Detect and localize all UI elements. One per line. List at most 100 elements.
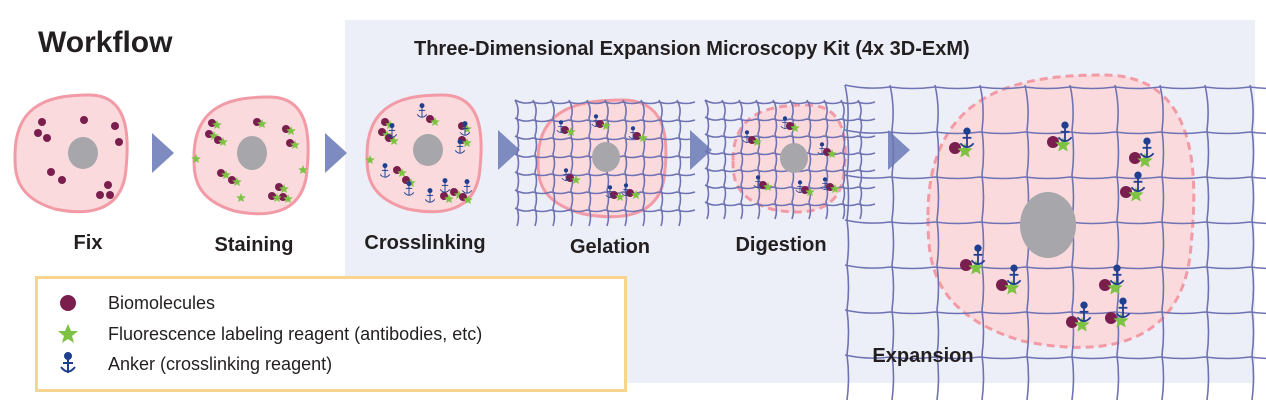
gel-strand (844, 129, 1266, 135)
anchor-head (1134, 171, 1142, 179)
gel-strand (979, 84, 985, 400)
anchor-fluke (780, 125, 790, 129)
arrow-icon (152, 133, 174, 173)
anchor-fluke (1139, 152, 1155, 159)
biomolecule-dot-icon (1129, 152, 1141, 164)
arrow-icon (498, 130, 520, 170)
gel-strand (704, 184, 876, 190)
anchor-head (1143, 137, 1151, 145)
anchor-icon (605, 185, 615, 198)
anchor-fluke (1076, 316, 1092, 323)
arrow-icon (690, 130, 712, 170)
gel-strand (514, 99, 520, 227)
gel-mesh-expansion (844, 84, 1266, 400)
fluorescence-star-icon (298, 165, 308, 174)
biomolecule-dot-icon (217, 169, 225, 177)
biomolecule-dot-icon (115, 138, 123, 146)
anchor-head (797, 180, 803, 185)
biomolecule-dot-icon (208, 119, 216, 127)
gel-strand (568, 99, 574, 227)
anchor-head (389, 123, 395, 129)
fluorescence-star-icon (279, 184, 289, 193)
anchor-head (1113, 264, 1121, 272)
biomolecule-dot-icon (823, 148, 831, 156)
fluorescence-star-icon (1128, 187, 1144, 202)
anchor-icon (556, 120, 566, 133)
anchor-fluke (621, 192, 631, 196)
anchor-fluke (461, 190, 473, 194)
fluorescence-star-icon (790, 123, 800, 132)
fluorescence-star-icon (827, 149, 837, 158)
anchor-fluke (379, 174, 391, 178)
kit-title: Three-Dimensional Expansion Microscopy K… (414, 38, 970, 60)
anchor-icon (959, 127, 975, 149)
anchor-head (462, 121, 468, 127)
fluorescence-star-icon (221, 170, 231, 179)
gel-mesh-digestion (704, 99, 876, 220)
gel-strand (823, 99, 829, 220)
biomolecule-dot-icon (58, 176, 66, 184)
anchor-fluke (970, 259, 986, 266)
nucleus (780, 143, 808, 173)
biomolecule-dot-icon (34, 129, 42, 137)
gel-strand (586, 99, 592, 227)
anchor-icon (439, 178, 451, 193)
gel-strand (514, 189, 696, 195)
fluorescence-star-icon (209, 131, 219, 140)
gel-strand (844, 84, 850, 400)
biomolecule-dot-icon (214, 136, 222, 144)
fluorescence-star-icon (1107, 280, 1123, 295)
fluorescence-star-icon (191, 154, 201, 163)
fluorescence-star-icon (382, 130, 392, 139)
biomolecule-dot-icon (1099, 279, 1111, 291)
biomolecule-dot-icon (228, 176, 236, 184)
biomolecule-dot-icon (1047, 136, 1059, 148)
anchor-icon (795, 180, 805, 193)
gel-strand (622, 99, 628, 227)
fluorescence-star-icon (830, 184, 840, 193)
anchor-icon (1139, 137, 1155, 159)
biomolecule-dot-icon (786, 122, 794, 130)
biomolecule-dot-icon (106, 191, 114, 199)
gel-strand (676, 99, 682, 227)
anchor-head (782, 116, 788, 121)
anchor-fluke (591, 123, 601, 127)
nucleus (237, 136, 267, 170)
gel-strand (1069, 84, 1075, 400)
anchor-head (1010, 264, 1018, 272)
anchor-icon (820, 177, 830, 190)
fluorescence-star-icon (1074, 317, 1090, 332)
anchor-head (1119, 297, 1127, 305)
gel-strand (704, 99, 710, 220)
fluorescence-star-icon (968, 260, 984, 275)
fluorescence-star-icon (212, 120, 222, 129)
anchor-head (755, 175, 761, 180)
gel-strand (721, 99, 727, 220)
fluorescence-star-icon (566, 127, 576, 136)
gel-strand (844, 174, 1266, 180)
anchor-icon (461, 179, 473, 194)
anchor-icon (1109, 264, 1125, 286)
fluorescence-star-icon (1137, 153, 1153, 168)
fluorescence-star-icon (286, 126, 296, 135)
gel-strand (514, 171, 696, 177)
fluorescence-star-icon (272, 193, 282, 202)
anchor-icon (591, 114, 601, 127)
anchor-fluke (742, 139, 752, 143)
biomolecule-dot-icon (96, 191, 104, 199)
fluorescence-star-icon (601, 121, 611, 130)
step-label-digestion: Digestion (735, 234, 827, 256)
biomolecule-dot-icon (80, 116, 88, 124)
anchor-fluke (439, 189, 451, 193)
biomolecule-dot-icon (949, 142, 961, 154)
anchor-fluke (1006, 279, 1022, 286)
biomolecule-dot-icon (286, 139, 294, 147)
fluorescence-star-icon (444, 194, 454, 203)
fluorescence-star-icon (232, 177, 242, 186)
step-label-staining: Staining (214, 234, 294, 256)
anchor-icon (1076, 301, 1092, 323)
anchor-icon (1006, 264, 1022, 286)
nucleus (413, 134, 443, 166)
